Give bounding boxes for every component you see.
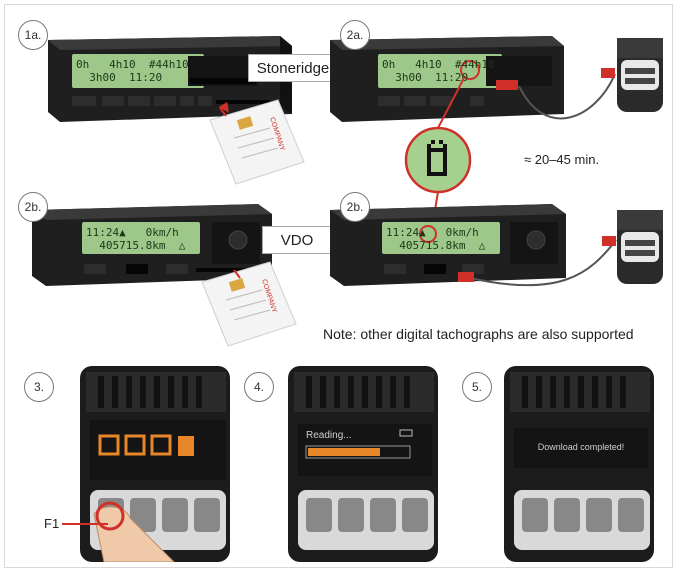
vdo-lcd-left: 11:24▲ 0km/h 405715.8km △ xyxy=(86,226,186,252)
step-badge-1a: 1a. xyxy=(18,20,48,50)
support-note: Note: other digital tachographs are also… xyxy=(323,326,634,342)
step-badge-2a: 2a. xyxy=(340,20,370,50)
vdo-tachograph-left: 11:24▲ 0km/h 405715.8km △ xyxy=(26,200,276,290)
company-card-bottom: COMPANY xyxy=(192,260,302,350)
download-duration: ≈ 20–45 min. xyxy=(524,152,600,167)
diagram-border xyxy=(4,4,673,568)
vdo-tachograph-right: 11:24▲ 0km/h 405715.8km △ xyxy=(330,200,570,290)
download-key-top xyxy=(505,30,665,140)
reading-status-text: Reading... xyxy=(306,430,352,441)
f1-key-label: F1 xyxy=(44,516,60,531)
step3-device xyxy=(64,366,234,562)
stoneridge-lcd-left: 0h 4h10 #44h10 3h00 11:20 xyxy=(76,58,189,84)
download-key-bottom xyxy=(440,204,665,304)
step-badge-3: 3. xyxy=(24,372,54,402)
stoneridge-label: Stoneridge xyxy=(248,54,338,82)
f1-pointer-line xyxy=(62,523,108,525)
stoneridge-tachograph-right: 0h 4h10 #44h10 3h00 11:20 xyxy=(330,28,570,128)
lcd-magnifier xyxy=(398,70,478,250)
step-badge-2b-right: 2b. xyxy=(340,192,370,222)
company-card-top: COMPANY xyxy=(200,98,310,188)
stoneridge-lcd-right: 0h 4h10 #44h10 3h00 11:20 xyxy=(382,58,495,84)
step4-device: Reading... xyxy=(284,366,444,562)
download-progress-bar xyxy=(308,448,408,456)
step5-device: Download completed! xyxy=(500,366,660,562)
step-badge-2b-left: 2b. xyxy=(18,192,48,222)
vdo-label: VDO xyxy=(262,226,332,254)
vdo-lcd-right: 11:24▲ 0km/h 405715.8km △ xyxy=(386,226,486,252)
step-badge-5: 5. xyxy=(462,372,492,402)
download-complete-text: Download completed! xyxy=(537,442,625,452)
step-badge-4: 4. xyxy=(244,372,274,402)
